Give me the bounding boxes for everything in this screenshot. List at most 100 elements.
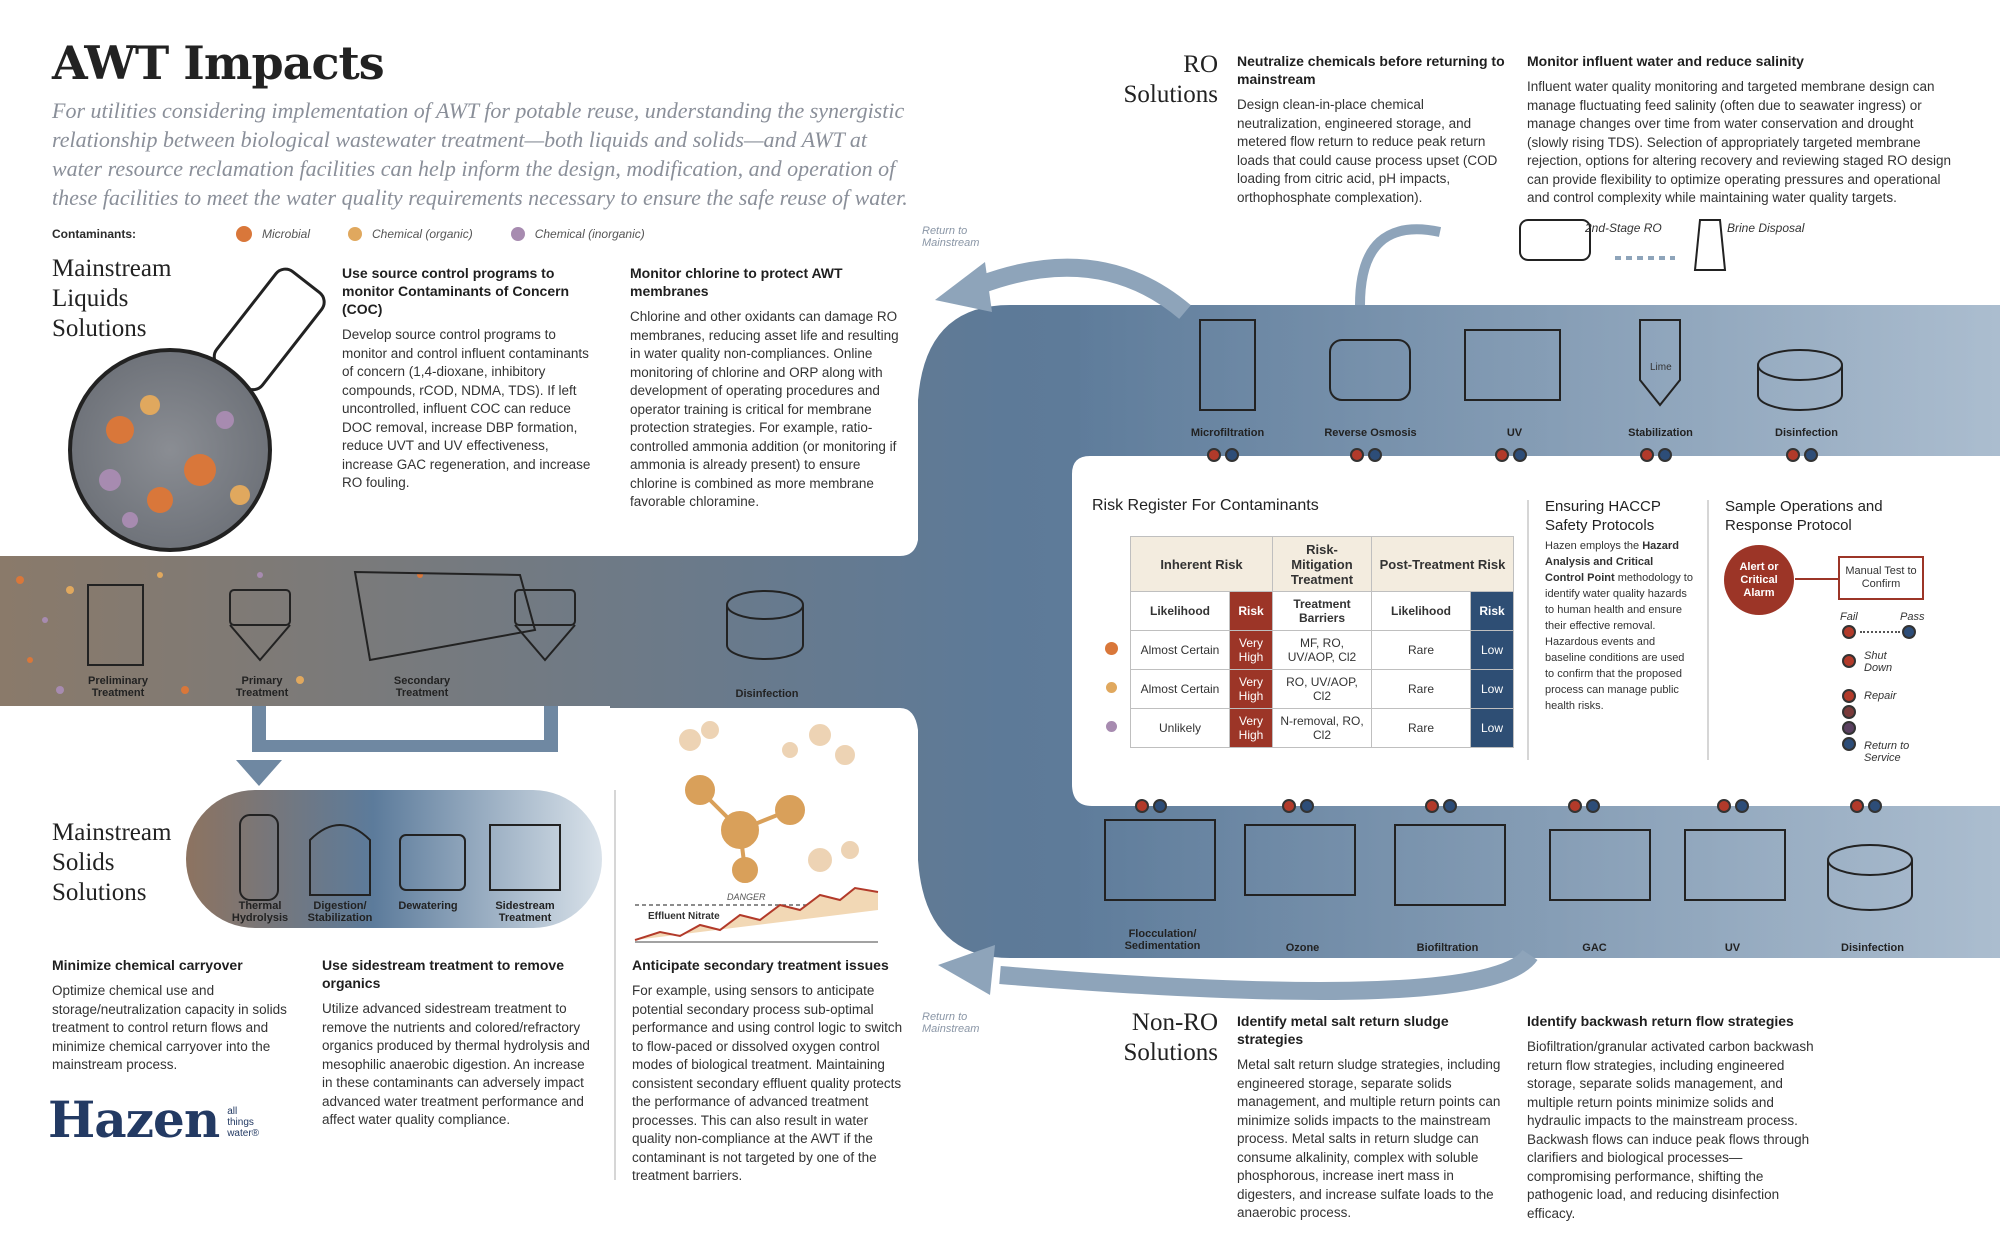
risk-cell: Very High	[1229, 669, 1273, 709]
central-trunk	[0, 305, 2000, 958]
chart-danger-label: DANGER	[727, 892, 766, 902]
nonro-step-disinfection: Disinfection	[1841, 942, 1904, 954]
risk-table: Inherent Risk Risk-Mitigation Treatment …	[1092, 536, 1514, 748]
risk-sub-risk: Risk	[1229, 591, 1273, 631]
legend-organic: Chemical (organic)	[372, 227, 473, 241]
sop-pass-dot	[1902, 625, 1916, 644]
liquids-title-line3: Solutions	[52, 315, 147, 342]
risk-h-post: Post-Treatment Risk	[1371, 536, 1514, 592]
logo-tagline: all things water®	[227, 1106, 259, 1139]
ro-dots-4	[1640, 448, 1672, 462]
brine-label: Brine Disposal	[1727, 221, 1805, 235]
step-preliminary: Preliminary Treatment	[88, 675, 148, 699]
contaminant-legend: Contaminants: Microbial Chemical (organi…	[52, 226, 645, 242]
step-dewatering: Dewatering	[398, 900, 458, 912]
logo-tag1: all	[227, 1106, 238, 1117]
nonro-dots-2	[1282, 799, 1314, 813]
ro-dots-5	[1786, 448, 1818, 462]
step-thermal-hydrolysis: Thermal Hydrolysis	[231, 900, 289, 924]
step-disinfection-main: Disinfection	[735, 688, 799, 700]
nonro-step-uv: UV	[1724, 942, 1741, 954]
solids-title-line3: Solutions	[52, 879, 147, 906]
haccp-title: Ensuring HACCP Safety Protocols	[1545, 498, 1661, 534]
hazen-logo: Hazen all things water®	[48, 1090, 259, 1149]
solids-section-title: Mainstream Solids Solutions	[52, 818, 171, 908]
risk-h-mitigation: Risk-Mitigation Treatment	[1272, 536, 1372, 592]
nonro-dots-4	[1568, 799, 1600, 813]
solids-col3-body: For example, using sensors to anticipate…	[632, 983, 903, 1183]
ro-step-stabilization: Stabilization	[1628, 427, 1693, 439]
solids-title-line1: Mainstream	[52, 819, 172, 846]
ro-col1-heading: Neutralize chemicals before returning to…	[1237, 53, 1505, 87]
risk-sub-post-risk: Risk	[1470, 591, 1514, 631]
nitrate-chart	[634, 886, 879, 943]
chart-effluent-label: Effluent Nitrate	[648, 911, 720, 922]
risk-table-wrap: Inherent Risk Risk-Mitigation Treatment …	[1092, 536, 1514, 748]
solids-col3-heading: Anticipate secondary treatment issues	[632, 957, 889, 973]
solids-col1-heading: Minimize chemical carryover	[52, 957, 243, 973]
risk-cell: N-removal, RO, Cl2	[1272, 708, 1372, 748]
nonro-col1-body: Metal salt return sludge strategies, inc…	[1237, 1057, 1501, 1220]
solids-col2-heading: Use sidestream treatment to remove organ…	[322, 957, 564, 991]
nonro-col2-heading: Identify backwash return flow strategies	[1527, 1013, 1794, 1029]
risk-sub-post-likelihood: Likelihood	[1371, 591, 1471, 631]
haccp-block: Ensuring HACCP Safety Protocols Hazen em…	[1545, 497, 1695, 714]
nonro-dots-1	[1135, 799, 1167, 813]
haccp-body-bold: Hazard Analysis and Critical Control Poi…	[1545, 540, 1679, 584]
sop-return-dot	[1842, 737, 1856, 756]
logo-tag3: water®	[227, 1128, 260, 1139]
inorganic-icon	[510, 227, 525, 241]
risk-cell: Rare	[1371, 669, 1471, 709]
risk-row: Almost Certain Very High MF, RO, UV/AOP,…	[1092, 630, 1514, 670]
sop-repair: Repair	[1864, 690, 1897, 702]
ro-dots-1	[1207, 448, 1239, 462]
sop-dot-a	[1842, 705, 1856, 724]
risk-cell: Rare	[1371, 630, 1471, 670]
ro-col1-body: Design clean-in-place chemical neutraliz…	[1237, 97, 1498, 205]
sop-title: Sample Operations and Response Protocol	[1725, 498, 1883, 534]
risk-cell: Very High	[1229, 708, 1273, 748]
liquids-col1-heading: Use source control programs to monitor C…	[342, 265, 570, 317]
microbial-icon	[236, 226, 252, 242]
step-secondary: Secondary Treatment	[393, 675, 451, 699]
return-label-bottom: Return to Mainstream	[922, 1011, 980, 1035]
risk-row: Almost Certain Very High RO, UV/AOP, Cl2…	[1092, 669, 1514, 709]
risk-cell: Low	[1470, 669, 1514, 709]
ro-col2-body: Influent water quality monitoring and ta…	[1527, 79, 1951, 205]
risk-sub-likelihood: Likelihood	[1130, 591, 1230, 631]
sop-pass: Pass	[1900, 611, 1925, 623]
stage2-ro-label: 2nd-Stage RO	[1585, 221, 1662, 235]
sop-alarm: Alert or Critical Alarm	[1724, 545, 1794, 615]
risk-title: Risk Register For Contaminants	[1092, 497, 1319, 514]
liquids-title-line2: Liquids	[52, 285, 129, 312]
organic-icon	[348, 227, 363, 241]
legend-microbial: Microbial	[262, 227, 311, 241]
legend-label: Contaminants:	[52, 227, 136, 241]
step-digestion: Digestion/ Stabilization	[307, 900, 373, 924]
risk-cell: Almost Certain	[1130, 630, 1230, 670]
nonro-step-ozone: Ozone	[1285, 942, 1320, 954]
haccp-body-pre: Hazen employs the	[1545, 540, 1640, 552]
ro-dots-2	[1350, 448, 1382, 462]
risk-cell: Very High	[1229, 630, 1273, 670]
legend-inorganic: Chemical (inorganic)	[534, 227, 645, 241]
ro-step-uv: UV	[1506, 427, 1523, 439]
step-sidestream: Sidestream Treatment	[495, 900, 555, 924]
nonro-step-biofiltration: Biofiltration	[1416, 942, 1479, 954]
liquids-title-line1: Mainstream	[52, 255, 172, 282]
risk-cell: Almost Certain	[1130, 669, 1230, 709]
organic-icon	[1105, 682, 1117, 693]
haccp-body-post: methodology to identify water quality ha…	[1545, 572, 1693, 712]
risk-cell: Rare	[1371, 708, 1471, 748]
nonro-col2-body: Biofiltration/granular activated carbon …	[1527, 1039, 1814, 1221]
contaminant-particles	[16, 572, 423, 694]
solids-title-line2: Solids	[52, 849, 115, 876]
page-title: AWT Impacts	[52, 36, 385, 90]
ro-step-microfiltration: Microfiltration	[1190, 427, 1265, 439]
liquids-col2-heading: Monitor chlorine to protect AWT membrane…	[630, 265, 843, 299]
nonro-col1-heading: Identify metal salt return sludge strate…	[1237, 1013, 1449, 1047]
ro-col2: Monitor influent water and reduce salini…	[1527, 52, 1957, 208]
solids-col2-body: Utilize advanced sidestream treatment to…	[322, 1001, 590, 1127]
nonro-dots-5	[1717, 799, 1749, 813]
